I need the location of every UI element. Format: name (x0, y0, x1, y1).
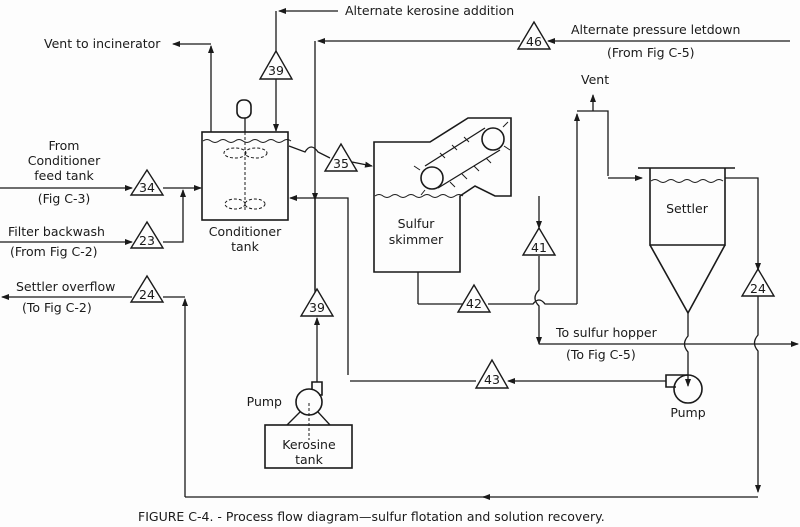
settler: Settler (638, 167, 735, 315)
kerosine-return-line (289, 195, 349, 375)
stream-marker-24-left: 24 (129, 274, 165, 303)
stream-42-line: Vent (417, 72, 643, 305)
svg-text:41: 41 (531, 240, 547, 255)
alternate-kerosine-label: Alternate kerosine addition (345, 3, 514, 18)
vent-to-incinerator-line: Vent to incinerator (44, 36, 214, 132)
alternate-pressure-label: Alternate pressure letdown (571, 22, 740, 37)
stream-marker-39-bottom: 39 (299, 287, 335, 317)
settler-label: Settler (666, 201, 709, 216)
stream-marker-24-right: 24 (740, 267, 776, 297)
svg-text:23: 23 (139, 233, 155, 248)
settler-underflow-line (683, 313, 691, 387)
vent-label: Vent (581, 72, 609, 87)
svg-text:42: 42 (466, 296, 482, 311)
from-label-1: From (49, 138, 80, 153)
stream-marker-34: 34 (129, 168, 165, 196)
alternate-pressure-line: Alternate pressure letdown (From Fig C-5… (312, 22, 790, 201)
figure-caption: FIGURE C-4. - Process flow diagram—sulfu… (138, 509, 605, 524)
from-label-3: feed tank (34, 168, 94, 183)
conveyor-roller-icon (481, 127, 505, 151)
stream-marker-35: 35 (323, 142, 359, 172)
kerosine-pump-label: Pump (247, 394, 282, 409)
stream-marker-46: 46 (516, 20, 552, 50)
stream-35-line (288, 145, 373, 168)
to-hopper-ref: (To Fig C-5) (566, 347, 636, 362)
conditioner-tank: Conditioner tank (201, 99, 292, 254)
settler-overflow-label: Settler overflow (16, 279, 115, 294)
svg-text:34: 34 (139, 180, 155, 195)
filter-backwash-label: Filter backwash (8, 224, 105, 239)
svg-text:39: 39 (309, 300, 325, 315)
filter-backwash-ref: (From Fig C-2) (10, 244, 98, 259)
stream-24-right-line (182, 177, 761, 500)
to-sulfur-hopper-line: To sulfur hopper (To Fig C-5) (539, 325, 799, 362)
svg-text:24: 24 (750, 281, 766, 296)
feed-line: From Conditioner feed tank (Fig C-3) (0, 138, 202, 206)
conditioner-tank-label-2: tank (231, 239, 259, 254)
svg-text:43: 43 (484, 372, 500, 387)
vent-to-incinerator-label: Vent to incinerator (44, 36, 161, 51)
stream-marker-23: 23 (129, 220, 165, 249)
filter-backwash-line: Filter backwash (From Fig C-2) (0, 189, 186, 259)
settler-pump: Pump (665, 374, 706, 420)
from-label-2: Conditioner (28, 153, 101, 168)
to-hopper-label: To sulfur hopper (555, 325, 658, 340)
alternate-kerosine-line: Alternate kerosine addition (273, 3, 514, 132)
settler-overflow-line: Settler overflow (To Fig C-2) (1, 279, 185, 315)
agitator-motor-icon (236, 99, 252, 119)
settler-overflow-ref: (To Fig C-2) (22, 300, 92, 315)
settler-pump-label: Pump (670, 405, 705, 420)
svg-text:35: 35 (333, 156, 349, 171)
conditioner-tank-label: Conditioner (209, 224, 282, 239)
stream-marker-41: 41 (521, 226, 557, 256)
pump-icon (295, 388, 323, 416)
stream-marker-39-top: 39 (258, 49, 294, 80)
svg-text:24: 24 (139, 287, 155, 302)
kerosine-tank-label: Kerosine (282, 437, 336, 452)
from-label-ref: (Fig C-3) (38, 191, 91, 206)
sulfur-skimmer: Sulfur skimmer (373, 117, 512, 273)
stream-marker-43: 43 (474, 358, 510, 389)
sulfur-skimmer-label: Sulfur (398, 216, 436, 231)
svg-text:39: 39 (268, 63, 284, 78)
kerosine-tank: Pump Kerosine tank (247, 317, 353, 469)
conveyor-roller-icon (420, 166, 444, 190)
kerosine-tank-label-2: tank (295, 452, 323, 467)
alternate-pressure-ref: (From Fig C-5) (607, 45, 695, 60)
stream-41-line (534, 196, 542, 345)
sulfur-skimmer-label-2: skimmer (389, 232, 444, 247)
stream-marker-42: 42 (456, 283, 492, 313)
svg-text:46: 46 (526, 34, 542, 49)
